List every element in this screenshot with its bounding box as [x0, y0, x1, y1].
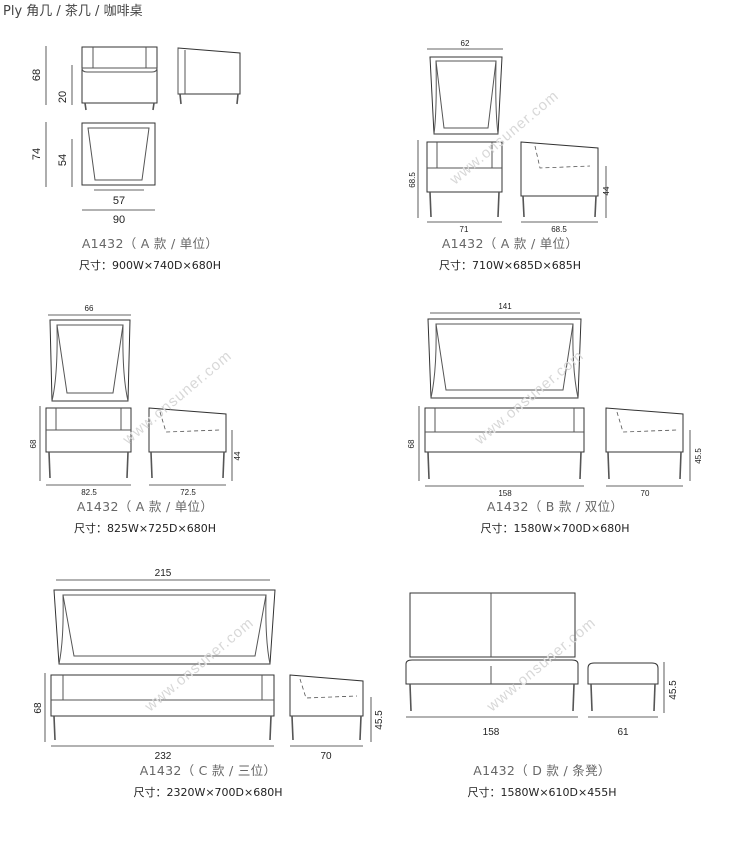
dim-label: 232 [155, 751, 172, 762]
dim-label: 72.5 [180, 488, 196, 497]
armchair-front-view [426, 141, 503, 218]
dim-label: 71 [460, 225, 469, 234]
armchair-top-view [49, 319, 131, 402]
dim-label: 61 [617, 727, 629, 738]
product-caption: A1432（ A 款 / 单位） 尺寸：825W×725D×680H [35, 496, 255, 536]
bench-side-view [587, 662, 659, 712]
dim-label: 44 [602, 186, 611, 195]
model-name: A1432（ A 款 / 单位） [441, 236, 579, 251]
model-name: A1432（ C 款 / 三位） [139, 763, 277, 778]
model-name: A1432（ D 款 / 条凳） [473, 763, 611, 778]
dim-label: 45.5 [668, 680, 679, 700]
dim-label: 70 [641, 489, 650, 498]
sofa-front-view [50, 674, 275, 741]
size-spec: 尺寸：825W×725D×680H [73, 522, 217, 535]
dim-label: 68 [31, 69, 43, 81]
armchair-side-view [177, 47, 241, 105]
product-4-drawing: 141 68 158 70 45.5 [407, 302, 703, 498]
bench-front-view [405, 659, 579, 712]
product-5-drawing: 215 68 232 70 45.5 [33, 568, 385, 762]
watermark: www.onsuner.com [446, 87, 562, 189]
armchair-top-view [81, 122, 156, 186]
armchair-front-view [81, 46, 158, 111]
dim-label: 68 [407, 439, 416, 448]
sofa-front-view [424, 407, 585, 480]
armchair-front-view [45, 407, 132, 479]
size-spec: 尺寸：710W×685D×685H [438, 259, 582, 272]
dim-label: 82.5 [81, 488, 97, 497]
size-spec: 尺寸：1580W×700D×680H [480, 522, 630, 535]
dim-label: 74 [31, 148, 43, 160]
dim-label: 70 [320, 751, 332, 762]
dim-label: 68.5 [408, 172, 417, 188]
sofa-side-view [289, 674, 364, 741]
watermark: www.onsuner.com [119, 347, 235, 449]
size-spec: 尺寸：1580W×610D×455H [467, 786, 617, 799]
product-caption: A1432（ A 款 / 单位） 尺寸：710W×685D×685H [400, 233, 620, 273]
sofa-top-view [427, 318, 582, 399]
dim-label: 66 [85, 304, 94, 313]
armchair-side-view [148, 407, 227, 479]
dim-label: 215 [155, 568, 172, 579]
product-3-drawing: 66 68 82.5 72.5 44 [29, 304, 242, 497]
dim-label: 158 [498, 489, 512, 498]
dim-label: 141 [498, 302, 512, 311]
dim-label: 90 [113, 214, 125, 226]
dim-label: 68 [33, 702, 44, 714]
dim-label: 68 [29, 439, 38, 448]
page-title: Ply 角几 / 茶几 / 咖啡桌 [3, 4, 143, 19]
product-caption: A1432（ C 款 / 三位） 尺寸：2320W×700D×680H [98, 760, 318, 800]
product-caption: A1432（ B 款 / 双位） 尺寸：1580W×700D×680H [445, 496, 665, 536]
product-caption: A1432（ A 款 / 单位） 尺寸：900W×740D×680H [40, 233, 260, 273]
dim-label: 45.5 [694, 448, 703, 464]
size-spec: 尺寸：900W×740D×680H [78, 259, 222, 272]
product-caption: A1432（ D 款 / 条凳） 尺寸：1580W×610D×455H [432, 760, 652, 800]
model-name: A1432（ A 款 / 单位） [76, 499, 214, 514]
dim-label: 44 [233, 451, 242, 460]
dim-label: 62 [461, 39, 470, 48]
sofa-top-view [53, 589, 276, 665]
dim-label: 68.5 [551, 225, 567, 234]
product-6-drawing: 45.5 158 61 [405, 592, 679, 738]
model-name: A1432（ B 款 / 双位） [486, 499, 624, 514]
armchair-top-view [429, 56, 503, 135]
dim-label: 54 [57, 154, 69, 166]
size-spec: 尺寸：2320W×700D×680H [133, 786, 283, 799]
model-name: A1432（ A 款 / 单位） [81, 236, 219, 251]
watermark: www.onsuner.com [483, 614, 599, 716]
armchair-side-view [520, 141, 599, 218]
product-1-drawing: 68 20 74 54 57 90 [31, 46, 241, 226]
bench-top-view [409, 592, 576, 658]
dim-label: 57 [113, 195, 125, 207]
sofa-side-view [605, 407, 684, 480]
dim-label: 158 [483, 727, 500, 738]
dim-label: 45.5 [374, 710, 385, 730]
product-2-drawing: 62 68.5 71 68.5 44 [408, 39, 611, 234]
dim-label: 20 [57, 91, 69, 103]
